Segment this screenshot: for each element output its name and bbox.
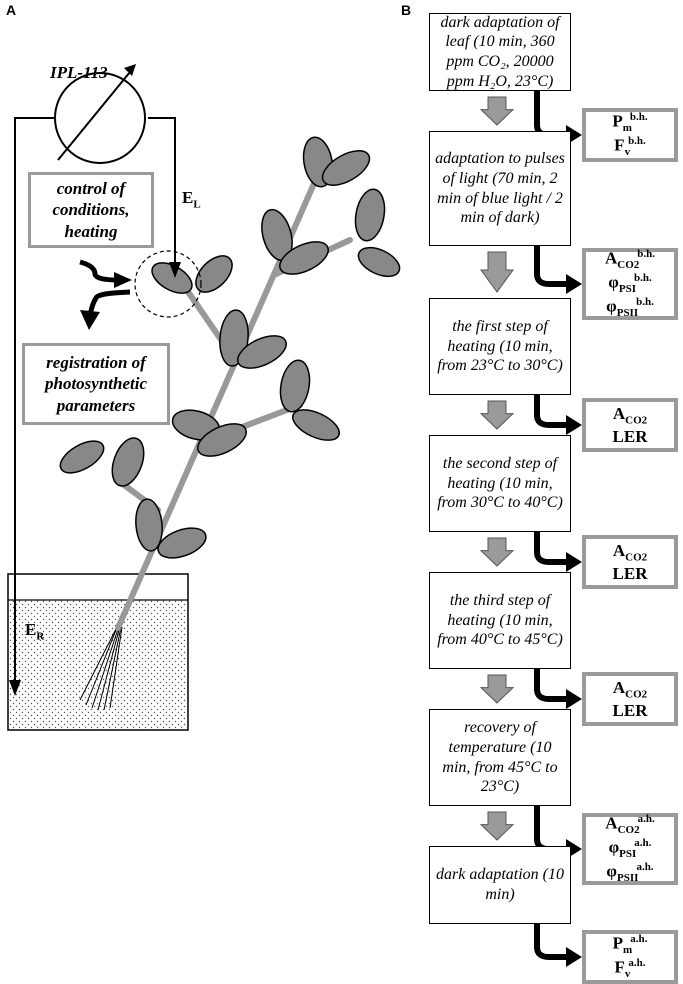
er-arrowhead bbox=[9, 680, 21, 696]
plant-leaves bbox=[59, 136, 401, 559]
output-parameter: LER bbox=[612, 563, 648, 583]
output-arrowhead bbox=[566, 689, 582, 709]
output-parameter: Pmb.h. bbox=[612, 111, 648, 135]
step-text: the first step of heating (10 min, from … bbox=[437, 318, 563, 375]
output-parameter: φPSIIb.h. bbox=[606, 295, 654, 319]
roots bbox=[79, 624, 123, 711]
output-parameter: Fvb.h. bbox=[614, 135, 646, 159]
step-box-6: recovery of temperature (10 min, from 45… bbox=[429, 709, 571, 806]
step-box-2: adaptation to pulses of light (70 min, 2… bbox=[429, 131, 571, 246]
output-arrow bbox=[534, 530, 568, 565]
er-label: ER bbox=[25, 620, 45, 643]
output-parameter: ACO2a.h. bbox=[605, 813, 655, 837]
registration-arrow bbox=[80, 289, 131, 330]
step-box-1: dark adaptation of leaf (10 min, 360 ppm… bbox=[429, 13, 571, 91]
meter-label: IPL-113 bbox=[50, 63, 108, 82]
output-box-2: ACO2b.h.φPSIb.h.φPSIIb.h. bbox=[582, 248, 678, 320]
panel-a-letter: A bbox=[6, 2, 17, 18]
control-box-text: control of conditions, heating bbox=[52, 179, 130, 241]
output-box-6: ACO2a.h.φPSIa.h.φPSIIa.h. bbox=[582, 813, 678, 885]
step-text: adaptation to pulses of light (70 min, 2… bbox=[435, 150, 565, 227]
output-parameter: ACO2b.h. bbox=[604, 248, 656, 272]
step-text: dark adaptation (10 min) bbox=[436, 866, 564, 903]
step-text: dark adaptation of leaf (10 min, 360 ppm… bbox=[440, 13, 560, 90]
output-box-7: Pma.h.Fva.h. bbox=[582, 930, 678, 984]
flow-down-arrow bbox=[479, 400, 515, 430]
el-arrowhead bbox=[169, 262, 181, 278]
output-arrow bbox=[534, 244, 568, 287]
step-text: recovery of temperature (10 min, from 45… bbox=[442, 719, 558, 796]
flow-down-arrow bbox=[480, 251, 514, 293]
control-of-conditions-box: control of conditions, heating bbox=[28, 172, 154, 248]
step-box-5: the third step of heating (10 min, from … bbox=[429, 572, 571, 669]
control-arrow bbox=[79, 259, 132, 288]
output-parameter: φPSIIa.h. bbox=[606, 860, 654, 884]
output-arrow bbox=[534, 804, 568, 852]
ipl-113-meter bbox=[54, 64, 146, 164]
flow-down-arrow bbox=[479, 811, 515, 841]
output-parameter: LER bbox=[612, 700, 648, 720]
output-arrow bbox=[534, 393, 568, 428]
output-parameter: ACO2 bbox=[612, 677, 648, 701]
output-parameter: ACO2 bbox=[612, 540, 648, 564]
output-arrow bbox=[534, 89, 568, 138]
output-arrowhead bbox=[566, 274, 582, 294]
output-parameter: Fva.h. bbox=[614, 957, 646, 981]
solution-container bbox=[7, 573, 189, 731]
el-label: EL bbox=[182, 188, 201, 211]
output-arrow bbox=[534, 667, 568, 702]
flow-down-arrow bbox=[479, 96, 515, 126]
output-arrow bbox=[534, 922, 568, 960]
registration-box: registration of photosynthetic parameter… bbox=[22, 343, 170, 425]
electrode-wires bbox=[14, 117, 176, 688]
step-box-4: the second step of heating (10 min, from… bbox=[429, 435, 571, 532]
output-parameter: LER bbox=[612, 426, 648, 446]
measurement-area-circle bbox=[134, 250, 202, 318]
step-text: the second step of heating (10 min, from… bbox=[437, 455, 563, 512]
output-box-1: Pmb.h.Fvb.h. bbox=[582, 108, 678, 162]
panel-b-letter: B bbox=[401, 2, 412, 18]
registration-box-text: registration of photosynthetic parameter… bbox=[44, 353, 147, 415]
step-box-3: the first step of heating (10 min, from … bbox=[429, 298, 571, 395]
step-text: the third step of heating (10 min, from … bbox=[437, 592, 563, 649]
output-parameter: φPSIa.h. bbox=[608, 837, 652, 861]
step-box-7: dark adaptation (10 min) bbox=[429, 846, 571, 924]
flow-down-arrow bbox=[479, 674, 515, 704]
output-arrowhead bbox=[566, 947, 582, 967]
flow-down-arrow bbox=[479, 537, 515, 567]
output-parameter: Pma.h. bbox=[612, 933, 648, 957]
output-arrowhead bbox=[566, 552, 582, 572]
output-parameter: ACO2 bbox=[612, 403, 648, 427]
output-arrowhead bbox=[566, 415, 582, 435]
output-parameter: φPSIb.h. bbox=[608, 272, 652, 296]
